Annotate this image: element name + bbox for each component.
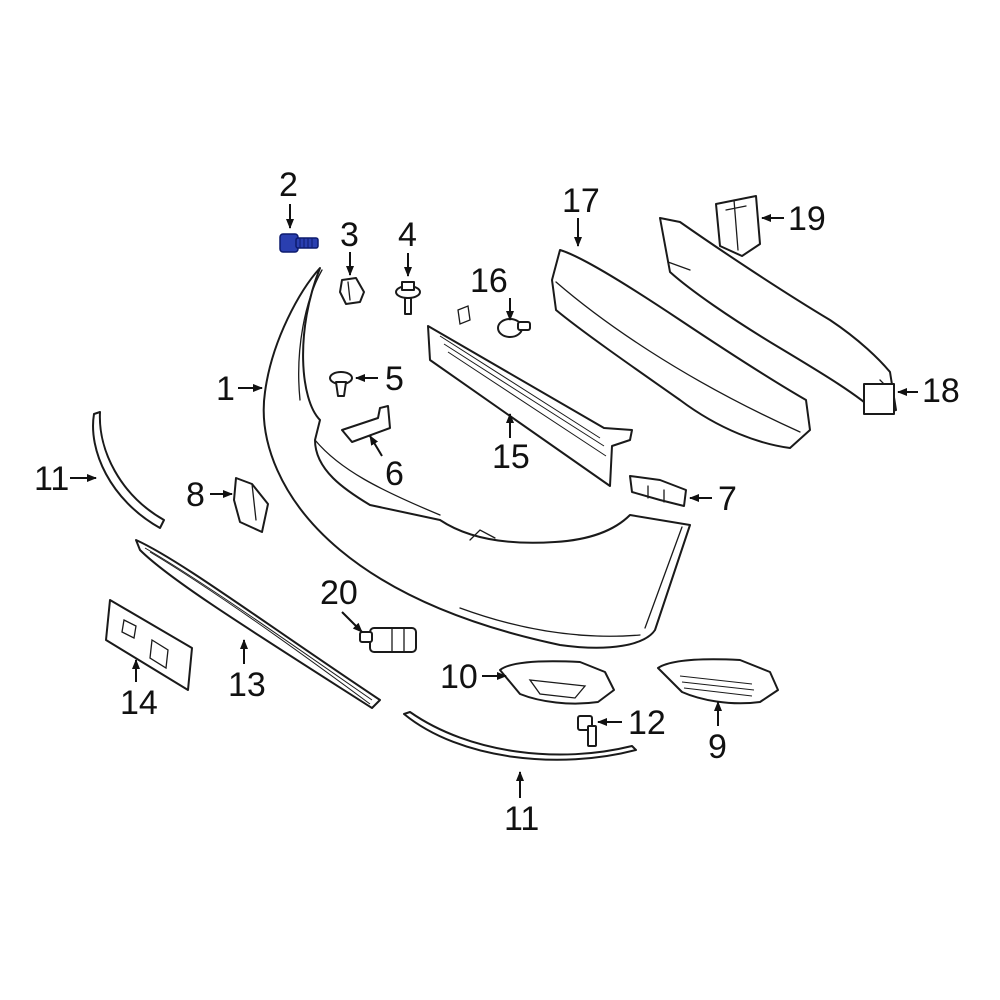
bracket-7[interactable]: [629, 475, 687, 507]
moulding-11-bottom[interactable]: [403, 711, 637, 761]
bolt-highlighted[interactable]: [279, 233, 319, 253]
callout-10: 10: [440, 658, 478, 696]
callout-5: 5: [385, 360, 404, 398]
screw-4[interactable]: [395, 281, 421, 315]
push-pin-5[interactable]: [329, 371, 353, 397]
moulding-11-left[interactable]: [92, 411, 165, 529]
callout-18: 18: [922, 372, 960, 410]
callout-16: 16: [470, 262, 508, 300]
absorber-15[interactable]: [427, 305, 633, 487]
callout-11-bottom: 11: [504, 800, 539, 838]
callout-4: 4: [398, 216, 417, 254]
lower-grille-13[interactable]: [135, 539, 381, 709]
bracket-6[interactable]: [341, 405, 391, 443]
reinforcement-17[interactable]: [551, 249, 811, 449]
license-bracket-14[interactable]: [105, 599, 193, 691]
bumper-cover[interactable]: [262, 267, 691, 649]
callout-19: 19: [788, 200, 826, 238]
callout-12: 12: [628, 704, 666, 742]
callout-9: 9: [708, 728, 727, 766]
callout-6: 6: [385, 455, 404, 493]
callout-3: 3: [340, 216, 359, 254]
callout-2: 2: [279, 166, 298, 204]
fog-bezel-9[interactable]: [657, 658, 779, 705]
callout-15: 15: [492, 438, 530, 476]
callout-14: 14: [120, 684, 158, 722]
pin-16[interactable]: [497, 318, 531, 338]
impact-bar-18[interactable]: [659, 217, 897, 415]
bolt-12[interactable]: [577, 715, 597, 747]
clip-3[interactable]: [339, 277, 365, 305]
bracket-19[interactable]: [715, 195, 761, 257]
callout-arrows: [70, 204, 918, 798]
callout-13: 13: [228, 666, 266, 704]
callout-labels: 1 2 3 4 5 6 7 8 9 10 11 11 12 13 14 15 1…: [34, 166, 960, 838]
callout-20: 20: [320, 574, 358, 612]
callout-1: 1: [216, 370, 235, 408]
fog-bezel-10[interactable]: [499, 660, 615, 705]
callout-11-left: 11: [34, 460, 69, 498]
sensor-20[interactable]: [359, 627, 417, 653]
callout-7: 7: [718, 480, 737, 518]
callout-8: 8: [186, 476, 205, 514]
callout-17: 17: [562, 182, 600, 220]
bracket-8[interactable]: [233, 477, 269, 533]
